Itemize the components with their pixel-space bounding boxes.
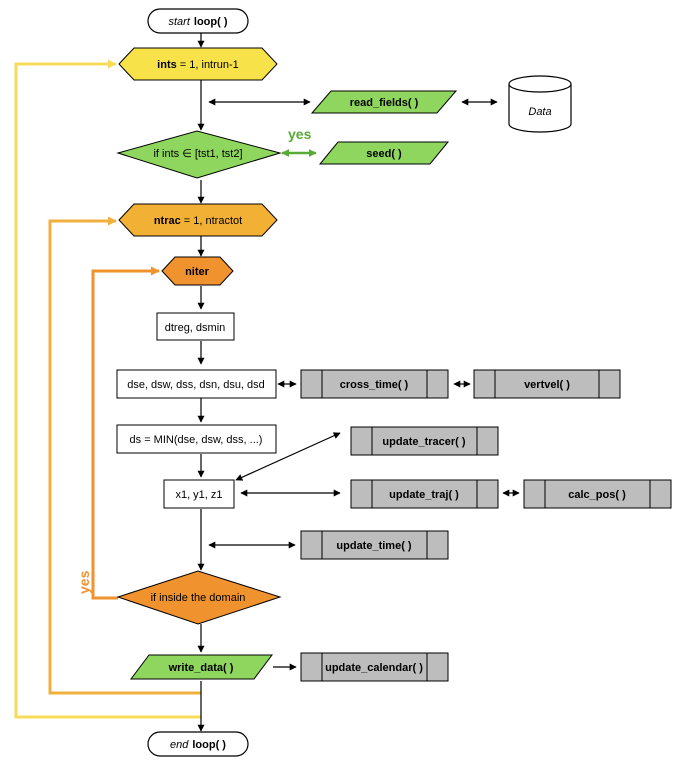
yes-label-orange: yes [76, 570, 92, 594]
xyz-label: x1, y1, z1 [175, 489, 222, 501]
cross-time-subroutine: cross_time( ) [300, 369, 449, 399]
ints-decision: if ints ∈ [tst1, tst2] [116, 130, 282, 179]
update-traj-subroutine: update_traj( ) [350, 479, 499, 509]
inside-domain-decision: if inside the domain [116, 570, 282, 625]
ints-var: ints [157, 59, 177, 71]
update-tracer-connector [235, 432, 341, 481]
ntrac-loop-node: ntrac = 1, ntractot [118, 203, 278, 237]
ds-min-label: ds = MIN(dse, dsw, dss, ...) [130, 434, 263, 446]
data-label: Data [528, 106, 551, 118]
update-traj-label: update_traj( ) [389, 489, 459, 501]
start-prefix: start [168, 16, 190, 28]
start-name: loop( ) [194, 16, 228, 28]
update-calendar-subroutine: update_calendar( ) [300, 652, 449, 682]
seed-node: seed( ) [318, 141, 450, 165]
ds-min-box: ds = MIN(dse, dsw, dss, ...) [116, 424, 277, 454]
end-prefix: end [170, 739, 189, 751]
middle-loop-line [48, 216, 201, 695]
update-time-label: update_time( ) [336, 540, 412, 552]
cross-time-label: cross_time( ) [340, 379, 409, 391]
start-terminal: start loop( ) [147, 8, 249, 34]
yes-label-green: yes [288, 126, 312, 142]
seed-label: seed( ) [366, 148, 402, 160]
calc-pos-subroutine: calc_pos( ) [523, 479, 672, 509]
ints-loop-node: ints = 1, intrun-1 [118, 47, 278, 81]
svg-text:ntrac = 1, ntractot: ntrac = 1, ntractot [154, 215, 242, 227]
dse-box: dse, dsw, dss, dsn, dsu, dsd [116, 369, 277, 399]
vertvel-label: vertvel( ) [524, 379, 570, 391]
write-data-node: write_data( ) [130, 654, 273, 680]
update-tracer-subroutine: update_tracer( ) [350, 426, 499, 456]
data-cylinder: Data [508, 75, 572, 133]
read-fields-node: read_fields( ) [310, 90, 458, 114]
niter-loop-node: niter [161, 256, 234, 286]
update-calendar-label: update_calendar( ) [325, 662, 423, 674]
end-name: loop( ) [192, 739, 226, 751]
read-fields-label: read_fields( ) [350, 97, 419, 109]
calc-pos-label: calc_pos( ) [568, 489, 626, 501]
xyz-box: x1, y1, z1 [163, 479, 235, 509]
dtreg-box: dtreg, dsmin [156, 312, 235, 341]
write-data-label: write_data( ) [168, 662, 234, 674]
ints-range: = 1, intrun-1 [177, 59, 239, 71]
vertvel-subroutine: vertvel( ) [473, 369, 621, 399]
inside-domain-label: if inside the domain [151, 592, 246, 604]
inner-loop-line [91, 266, 160, 600]
dtreg-label: dtreg, dsmin [165, 322, 226, 334]
ntrac-var: ntrac [154, 215, 181, 227]
svg-text:ints = 1, intrun-1: ints = 1, intrun-1 [157, 59, 239, 71]
update-time-subroutine: update_time( ) [300, 530, 449, 560]
outer-loop-line [14, 59, 201, 719]
update-tracer-label: update_tracer( ) [382, 436, 465, 448]
ints-decision-label: if ints ∈ [tst1, tst2] [153, 148, 242, 160]
ntrac-range: = 1, ntractot [181, 215, 242, 227]
niter-label: niter [185, 266, 210, 278]
dse-label: dse, dsw, dss, dsn, dsu, dsd [127, 379, 265, 391]
